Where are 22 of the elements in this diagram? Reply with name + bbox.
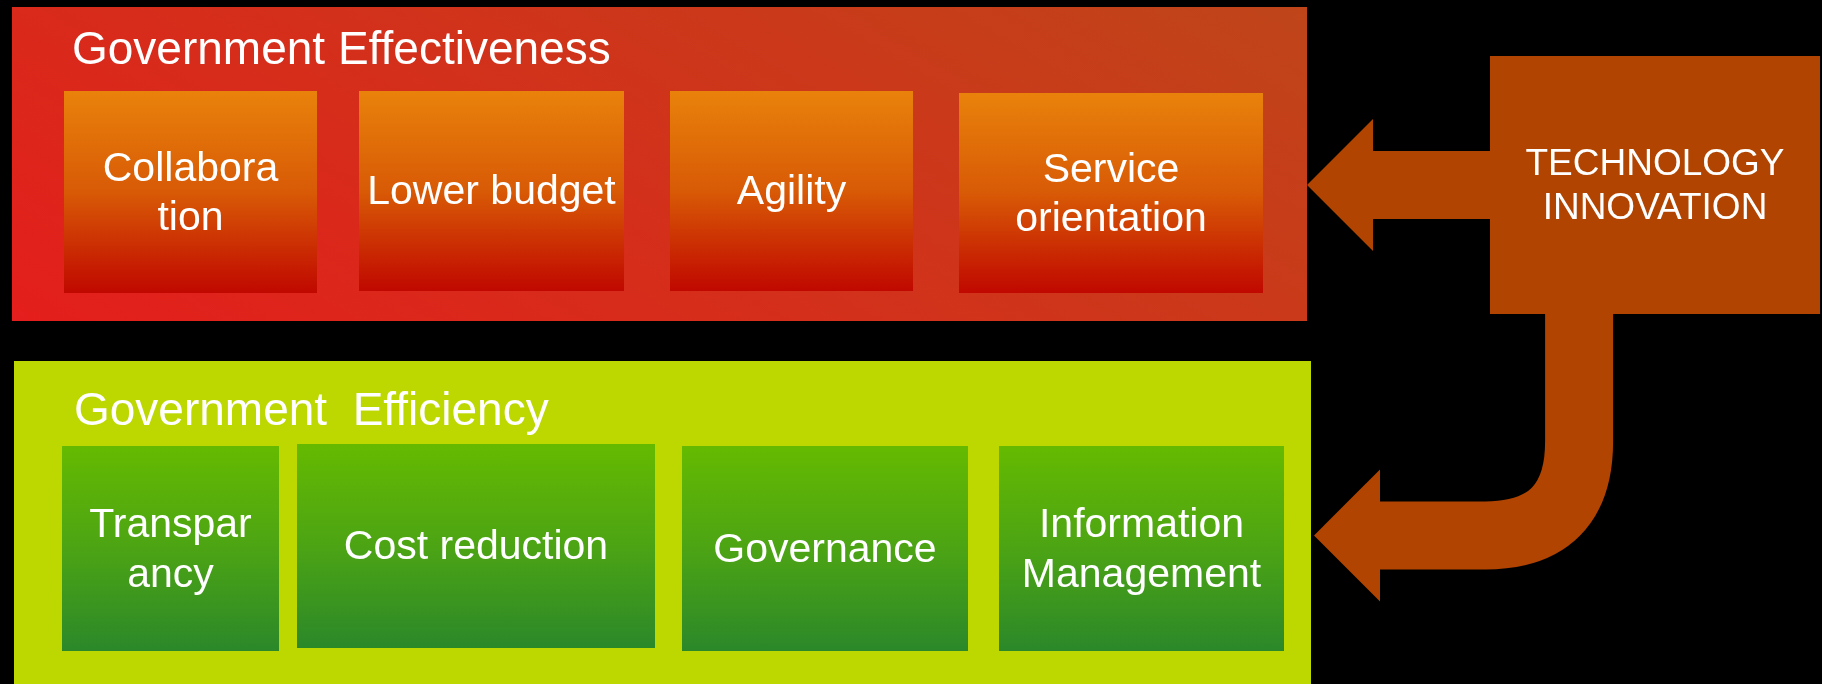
process-box <box>62 446 279 651</box>
process-box <box>670 91 913 291</box>
process-box <box>999 446 1284 651</box>
box-label: TECHNOLOGY INNOVATION <box>1524 140 1786 229</box>
process-box <box>682 446 968 651</box>
process-box <box>359 91 624 291</box>
group-panel <box>12 7 1307 321</box>
process-box <box>959 93 1263 293</box>
panel-title: Government Effectiveness <box>72 25 611 71</box>
process-box <box>1490 56 1820 314</box>
box-label: Collabora tion <box>101 142 280 241</box>
box-label: Service orientation <box>1014 143 1208 242</box>
block-arrow <box>1307 119 1490 251</box>
process-box <box>297 444 655 648</box>
box-label: Cost reduction <box>343 521 609 571</box>
group-panel <box>14 361 1311 684</box>
process-box <box>64 91 317 293</box>
box-label: Information Management <box>1020 499 1263 598</box>
box-label: Lower budget <box>367 166 616 216</box>
box-label: Transpar ancy <box>88 499 253 598</box>
box-label: Governance <box>713 523 937 573</box>
box-label: Agility <box>736 166 847 216</box>
